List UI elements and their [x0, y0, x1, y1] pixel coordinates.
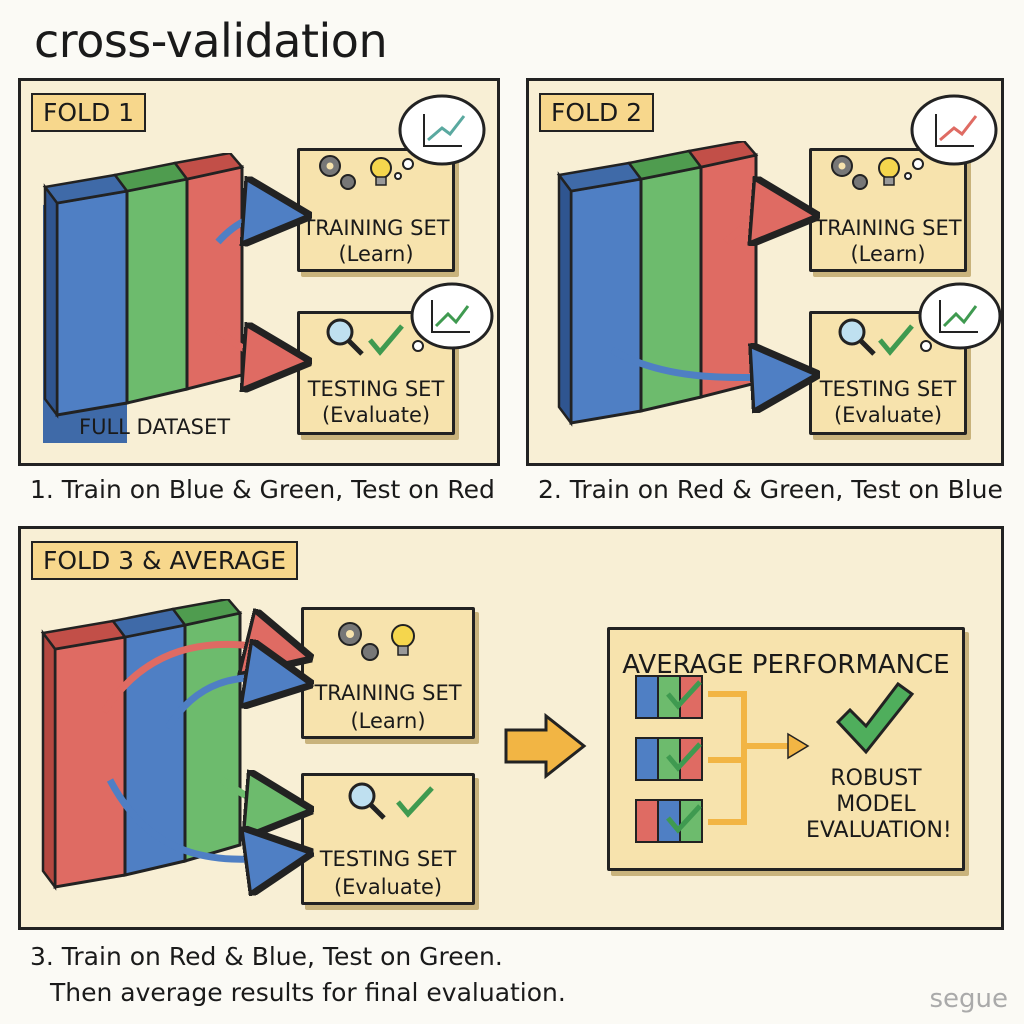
fold-2-bulb-icon: [878, 157, 900, 186]
average-fold-1-result-icon: [635, 675, 703, 719]
fold-2-magnifier-icon: [838, 318, 876, 356]
page-title: cross-validation: [34, 14, 388, 68]
fold-1-testing-sub: (Evaluate): [321, 403, 431, 427]
fold-3-training-box: TRAINING SET (Learn): [301, 607, 475, 739]
robust-check-icon: [835, 681, 915, 755]
fold-1-dataset-label: FULL DATASET: [79, 415, 231, 439]
fold-3-green-test-arrow: [219, 780, 286, 808]
fold-2-test-arrow: [610, 350, 792, 378]
fold-3-testing-title: TESTING SET: [319, 847, 457, 871]
average-fold-2-result-icon: [635, 737, 703, 781]
fold-3-label: FOLD 3 & AVERAGE: [31, 541, 299, 580]
watermark: segue: [929, 984, 1008, 1014]
fold-2-training-sub: (Learn): [850, 242, 926, 266]
fold-1-testing-thought-bubble-icon: [410, 282, 494, 352]
average-bracket-connector: [708, 691, 790, 825]
fold-1-training-thought-bubble-icon: [394, 94, 486, 180]
fold-2-gear-icon: [831, 155, 868, 190]
fold-1-label: FOLD 1: [31, 93, 147, 132]
fold-2-caption: 2. Train on Red & Green, Test on Blue: [538, 475, 1003, 504]
fold-1-train-arrow: [215, 214, 284, 242]
average-bracket-arrowhead: [787, 732, 810, 760]
fold-3-testing-sub: (Evaluate): [333, 875, 443, 899]
to-average-arrow: [504, 712, 587, 780]
fold-2-label: FOLD 2: [539, 93, 655, 132]
fold-3-bulb-icon: [391, 624, 415, 656]
fold-3-testing-box: TESTING SET (Evaluate): [301, 773, 475, 905]
robust-line-2: MODEL: [836, 792, 916, 817]
fold-3-magnifier-icon: [348, 782, 386, 820]
fold-1-testing-title: TESTING SET: [307, 377, 445, 401]
fold-2-testing-sub: (Evaluate): [833, 403, 943, 427]
fold-3-gear-icon: [338, 622, 379, 661]
fold-3-panel: FOLD 3 & AVERAGE TRAINING SET (Learn) TE…: [18, 526, 1004, 930]
fold-3-check-icon: [396, 786, 434, 818]
fold-3-training-title: TRAINING SET: [314, 681, 462, 705]
fold-2-train-arrow: [723, 214, 792, 242]
fold-3-blue-test-arrow: [106, 778, 286, 859]
average-fold-3-result-icon: [635, 799, 703, 843]
robust-line-3: EVALUATION!: [806, 818, 952, 843]
fold-2-testing-thought-bubble-icon: [918, 282, 1002, 352]
fold-1-test-arrow: [215, 330, 284, 360]
fold-1-check-icon: [368, 324, 404, 356]
fold-1-magnifier-icon: [326, 318, 364, 356]
fold-1-caption: 1. Train on Blue & Green, Test on Red: [30, 475, 495, 504]
fold-3-training-sub: (Learn): [350, 709, 426, 733]
fold-2-testing-box: TESTING SET (Evaluate): [809, 311, 967, 435]
fold-1-bulb-icon: [370, 157, 392, 186]
fold-3-caption-line-2: Then average results for final evaluatio…: [50, 978, 566, 1007]
fold-1-training-title: TRAINING SET: [302, 216, 450, 240]
fold-3-dataset-block: [40, 599, 243, 891]
robust-line-1: ROBUST: [830, 766, 922, 791]
fold-1-training-sub: (Learn): [338, 242, 414, 266]
fold-3-blue-train-arrow: [165, 678, 286, 730]
fold-2-check-icon: [878, 324, 914, 356]
fold-2-testing-title: TESTING SET: [819, 377, 957, 401]
fold-1-dataset-block: [42, 153, 245, 443]
fold-2-dataset-block: [556, 141, 759, 427]
fold-3-caption-line-1: 3. Train on Red & Blue, Test on Green.: [30, 942, 503, 971]
fold-2-training-title: TRAINING SET: [814, 216, 962, 240]
fold-2-training-thought-bubble-icon: [904, 94, 998, 180]
fold-1-gear-icon: [319, 155, 356, 190]
